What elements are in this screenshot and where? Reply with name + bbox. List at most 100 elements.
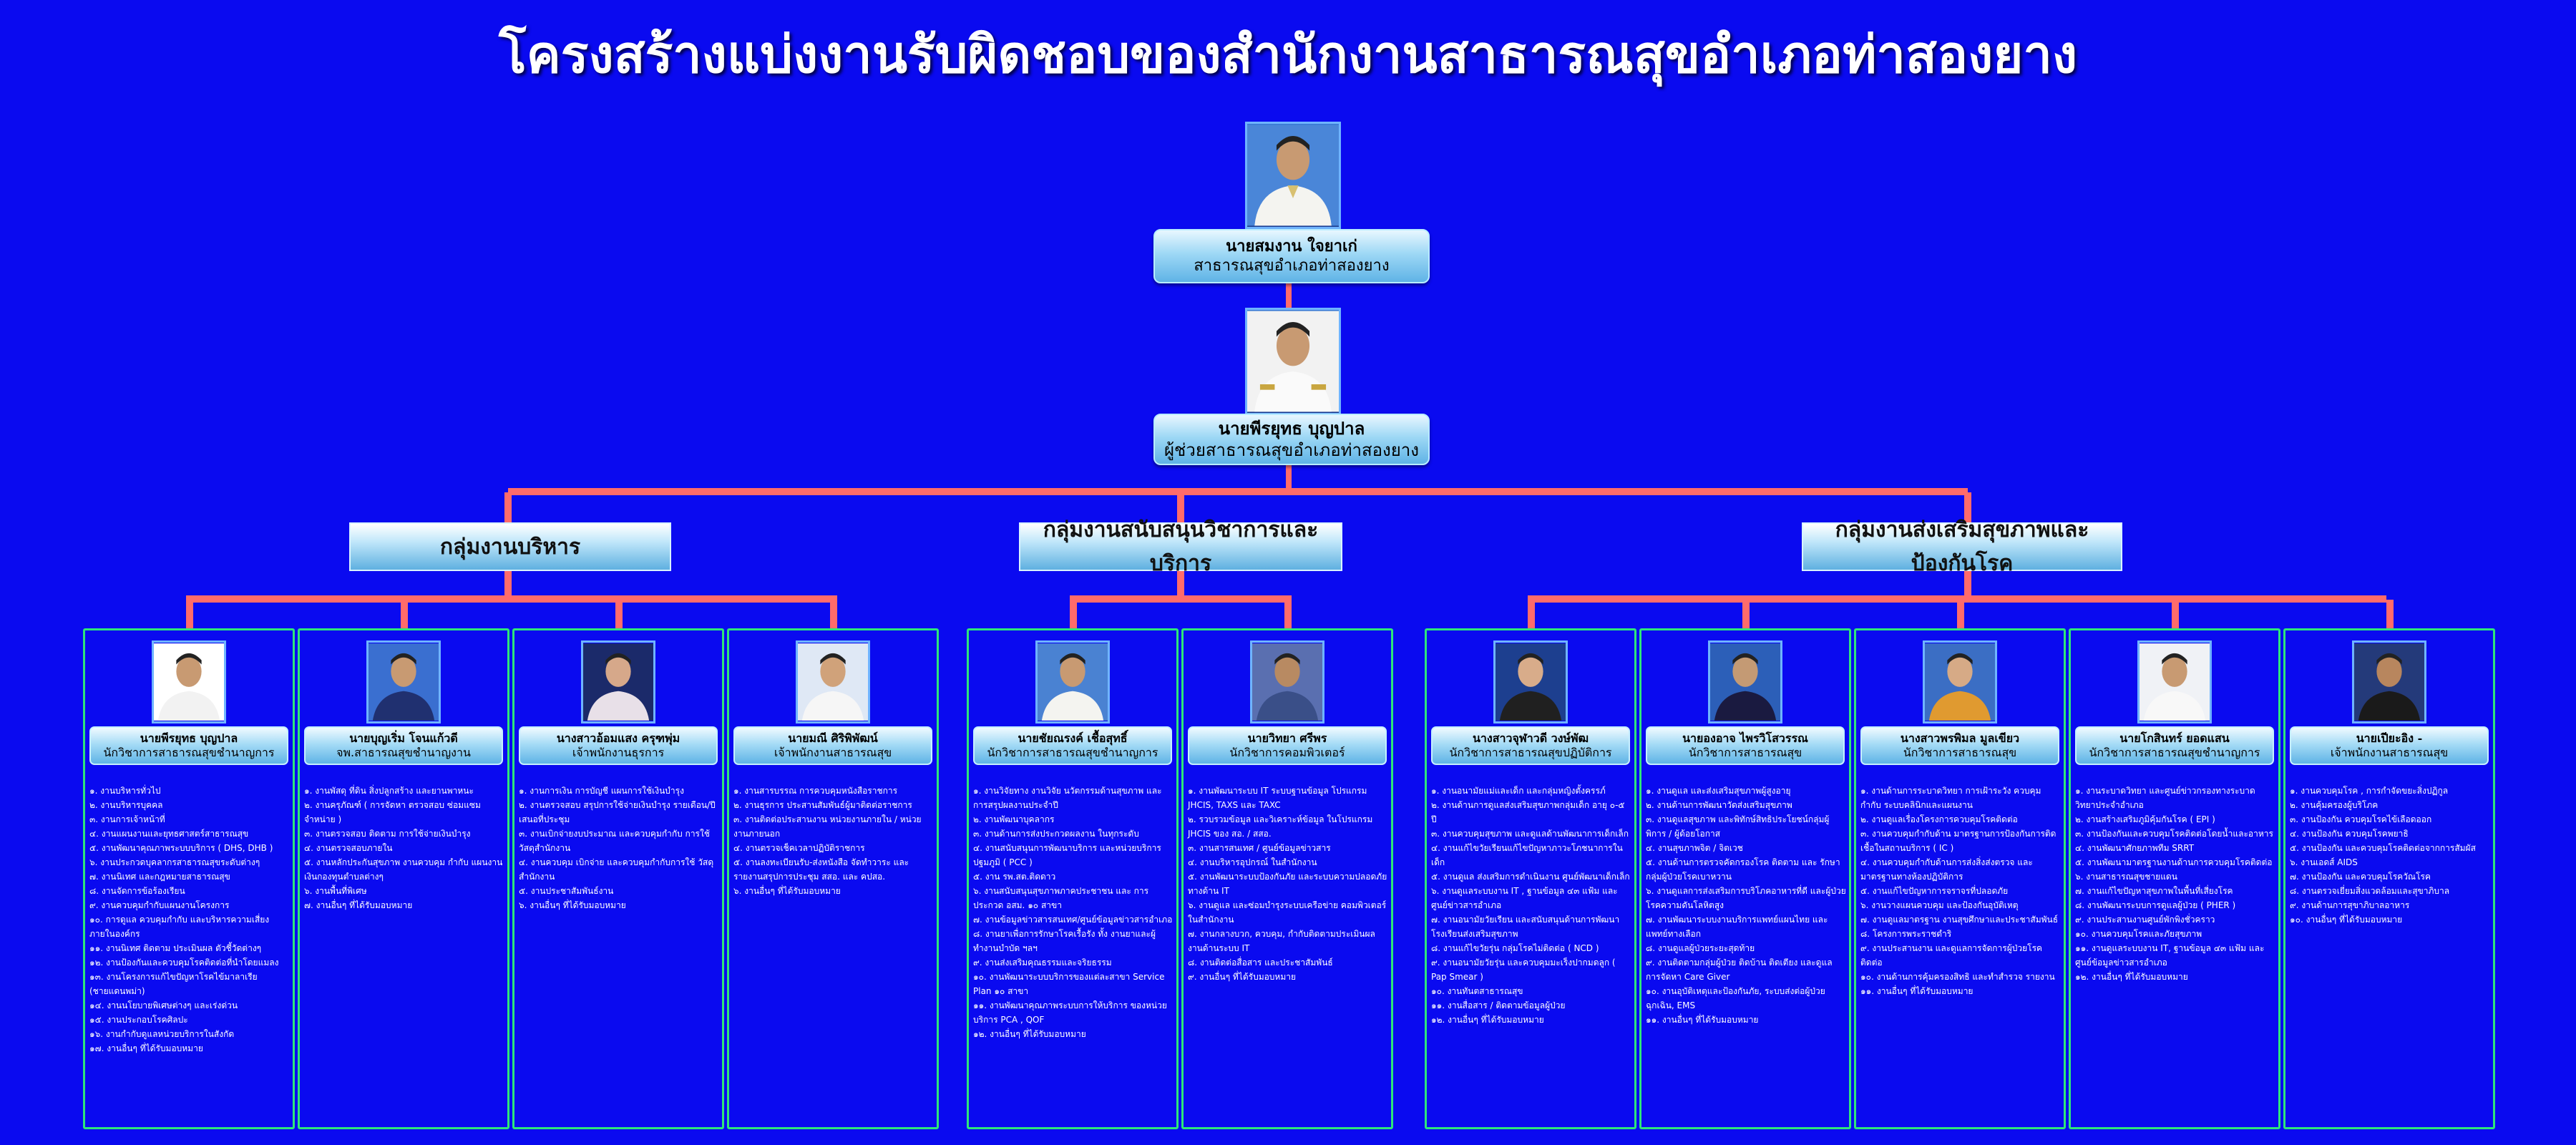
duty-item: ๔. งานตรวจเช็คเวลาปฏิบัติราชการ	[733, 843, 865, 853]
duty-item: ๕. งานป้องกัน และควบคุมโรคติดต่อจากการสั…	[2290, 843, 2476, 853]
staff-name: นายมณี ศิริพิพัฒน์	[788, 731, 878, 745]
staff-position: นักวิชาการสาธารณสุขชำนาญการ	[987, 746, 1158, 759]
duty-item: ๑. งานการเงิน การบัญชี แผนการใช้เงินบำรุ…	[519, 786, 684, 796]
duty-item: ๑๑. งานอื่นๆ ที่ได้รับมอบหมาย	[1646, 1015, 1759, 1025]
staff-namebox: นายโกสินทร์ ยอดแสนนักวิชาการสาธารณสุขชำน…	[2075, 726, 2274, 765]
duty-item: ๒. งานคุ้มครองผู้บริโภค	[2290, 800, 2379, 810]
group-header-academic-support: กลุ่มงานสนับสนุนวิชาการและบริการ	[1019, 517, 1342, 576]
duty-item: ๖. งานสนับสนุนสุขภาพภาคประชาชน และ การปร…	[973, 886, 1149, 910]
staff-namebox: นางสาวจุฬาวดี วงษ์พัฒนักวิชาการสาธารณสุข…	[1431, 726, 1630, 765]
staff-name: นายชัยณรงค์ เชื้อสุทธิ์	[1018, 731, 1128, 745]
duty-list: ๑. งานอนามัยแม่และเด็ก และกลุ่มหญิงตั้งค…	[1431, 784, 1631, 1027]
staff-column: นายมณี ศิริพิพัฒน์เจ้าพนักงานสาธารณสุข๑.…	[727, 628, 939, 1129]
chief-namebox: นายสมงาน ใจยาเก่ สาธารณสุขอำเภอท่าสองยาง	[1153, 229, 1430, 283]
duty-item: ๑๒. งานอื่นๆ ที่ได้รับมอบหมาย	[973, 1029, 1086, 1039]
duty-item: ๓. งานการเจ้าหน้าที่	[89, 814, 165, 824]
duty-item: ๑. งานพัฒนาระบบ IT ระบบฐานข้อมูล โปรแกรม…	[1188, 786, 1367, 810]
duty-item: ๑๕. งานประกอบโรคศิลปะ	[89, 1015, 188, 1025]
person-portrait-icon	[798, 643, 868, 721]
person-portrait-icon	[2354, 643, 2424, 721]
duty-item: ๔. งานบริหารอุปกรณ์ ในสำนักงาน	[1188, 857, 1317, 867]
duty-item: ๔. งานสนับสนุนการพัฒนาบริการ และหน่วยบริ…	[973, 843, 1161, 867]
duty-item: ๙. งานประสานงานศูนย์พักพิงชั่วคราว	[2075, 915, 2215, 925]
duty-item: ๑๐. งานด้านการคุ้มครองสิทธิ และทำสำรวจ ร…	[1860, 972, 2055, 982]
assistant-position: ผู้ช่วยสาธารณสุขอำเภอท่าสองยาง	[1163, 440, 1419, 460]
duty-item: ๔. งานควบคุม เบิกจ่าย และควบคุมกำกับการใ…	[519, 857, 714, 882]
staff-column: นายบุญเริ่ม โจนแก้วดีจพ.สาธารณสุขชำนาญงา…	[298, 628, 509, 1129]
staff-namebox: นายชัยณรงค์ เชื้อสุทธิ์นักวิชาการสาธารณส…	[973, 726, 1172, 765]
duty-item: ๑. งานสารบรรณ การควบคุมหนังสือราชการ	[733, 786, 898, 796]
duty-item: ๙. งานส่งเสริมคุณธรรมและจริยธรรม	[973, 958, 1112, 968]
duty-item: ๘. งานติดต่อสื่อสาร และประชาสัมพันธ์	[1188, 958, 1333, 968]
staff-photo	[1250, 640, 1324, 723]
duty-list: ๑. งานระบาดวิทยา และศูนย์ข่าวกรองทางระบา…	[2075, 784, 2275, 984]
chief-name: นายสมงาน ใจยาเก่	[1226, 237, 1357, 255]
assistant-photo	[1245, 308, 1341, 415]
duty-item: ๘. งานพัฒนาระบบการดูแลผู้ป่วย ( PHER )	[2075, 900, 2236, 910]
page-title: โครงสร้างแบ่งงานรับผิดชอบของสำนักงานสาธา…	[498, 24, 2078, 84]
duty-item: ๒. รวบรวมข้อมูล และวิเคราะห์ข้อมูล ในโปร…	[1188, 814, 1373, 839]
duty-item: ๗. งานข้อมูลข่าวสารสนเทศ/ศูนย์ข้อมูลข่าว…	[973, 915, 1173, 925]
duty-item: ๓. งานตรวจสอบ ติดตาม การใช้จ่ายเงินบำรุง	[304, 829, 471, 839]
staff-name: นายบุญเริ่ม โจนแก้วดี	[349, 731, 458, 745]
duty-item: ๒. งานสร้างเสริมภูมิคุ้มกันโรค ( EPI )	[2075, 814, 2215, 824]
duty-item: ๑. งานพัสดุ ที่ดิน สิ่งปลูกสร้าง และยานพ…	[304, 786, 474, 796]
duty-item: ๑๒. งานป้องกันและควบคุมโรคติดต่อที่นำโดย…	[89, 958, 279, 968]
staff-position: นักวิชาการสาธารณสุขชำนาญการ	[2089, 746, 2260, 759]
duty-item: ๖. งานวางแผนควบคุม และป้องกันอุบัติเหตุ	[1860, 900, 2019, 910]
duty-item: ๕. งานพัฒนาระบบป้องกันภัย และระบบความปลอ…	[1188, 872, 1387, 896]
staff-position: นักวิชาการสาธารณสุข	[1903, 746, 2017, 759]
person-portrait-icon	[1252, 643, 1322, 721]
duty-item: ๕. งานประชาสัมพันธ์งาน	[519, 886, 614, 896]
duty-item: ๑. งานดูแล และส่งเสริมสุขภาพผู้สูงอายุ	[1646, 786, 1791, 796]
staff-position: เจ้าพนักงานสาธารณสุข	[774, 746, 892, 759]
staff-namebox: นายองอาจ ไพรวิโสวรรณนักวิชาการสาธารณสุข	[1646, 726, 1845, 765]
duty-item: ๕. งานหลักประกันสุขภาพ งานควบคุม กำกับ แ…	[304, 857, 503, 882]
staff-namebox: นายวิทยา ศรีพรนักวิชาการคอมพิวเตอร์	[1188, 726, 1387, 765]
duty-item: ๔. งานป้องกัน ควบคุมโรคพยาธิ	[2290, 829, 2409, 839]
staff-namebox: นางสาวอ้อมแสง ครุฑพุ่มเจ้าพนักงานธุรการ	[519, 726, 718, 765]
person-portrait-icon	[1038, 643, 1108, 721]
duty-item: ๓. งานควบคุมกำกับด้าน มาตรฐานการป้องกันก…	[1860, 829, 2057, 853]
duty-item: ๒. งานครุภัณฑ์ ( การจัดหา ตรวจสอบ ซ่อมแซ…	[304, 800, 481, 824]
duty-item: ๕. งานพัฒนามาตรฐานงานด้านการควบคุมโรคติด…	[2075, 857, 2273, 867]
duty-list: ๑. งานการเงิน การบัญชี แผนการใช้เงินบำรุ…	[519, 784, 719, 912]
chief-photo	[1245, 122, 1341, 229]
person-portrait-icon	[1710, 643, 1780, 721]
duty-item: ๗. งานป้องกัน และควบคุมโรควัณโรค	[2290, 872, 2431, 882]
duty-item: ๕. งานดูแล ส่งเสริมการดำเนินงาน ศูนย์พัฒ…	[1431, 872, 1630, 882]
person-portrait-icon	[583, 643, 653, 721]
duty-item: ๖. งานดูแล และซ่อมบำรุงระบบเครือข่าย คอม…	[1188, 900, 1387, 925]
duty-item: ๘. โครงการพระราชดำริ	[1860, 929, 1952, 939]
duty-list: ๑. งานสารบรรณ การควบคุมหนังสือราชการ๒. ง…	[733, 784, 934, 898]
chief-position: สาธารณสุขอำเภอท่าสองยาง	[1194, 257, 1390, 275]
duty-item: ๑๒. งานอื่นๆ ที่ได้รับมอบหมาย	[2075, 972, 2188, 982]
person-portrait-icon	[1247, 125, 1339, 226]
duty-item: ๗. งานอื่นๆ ที่ได้รับมอบหมาย	[304, 900, 413, 910]
duty-item: ๘. งานจัดการข้อร้องเรียน	[89, 886, 185, 896]
duty-item: ๑. งานอนามัยแม่และเด็ก และกลุ่มหญิงตั้งค…	[1431, 786, 1606, 796]
duty-item: ๘. งานดูแลผู้ป่วยระยะสุดท้าย	[1646, 943, 1755, 953]
duty-item: ๒. งานบริหารบุคคล	[89, 800, 163, 810]
duty-item: ๑๐. งานควบคุมโรคและภัยสุขภาพ	[2075, 929, 2202, 939]
duty-item: ๑๐. งานพัฒนาระบบบริการของแต่ละสาขา Servi…	[973, 972, 1165, 996]
staff-column: นายวิทยา ศรีพรนักวิชาการคอมพิวเตอร์๑. งา…	[1181, 628, 1393, 1129]
staff-photo	[366, 640, 441, 723]
duty-item: ๒. งานตรวจสอบ สรุปการใช้จ่ายเงินบำรุง รา…	[519, 800, 716, 824]
duty-item: ๕. งานด้านการตรวจคัดกรองโรค ติดตาม และ ร…	[1646, 857, 1840, 882]
duty-item: ๑๑. งานนิเทศ ติดตาม ประเมินผล ตัวชี้วัดต…	[89, 943, 262, 953]
duty-item: ๖. งานเอดส์ AIDS	[2290, 857, 2358, 867]
duty-item: ๙. งานประสานงาน และดูแลการจัดการผู้ป่วยโ…	[1860, 943, 2043, 968]
duty-item: ๘. งานยาเพื่อการรักษาโรคเรื้อรัง ทั้ง งา…	[973, 929, 1156, 953]
duty-list: ๑. งานควบคุมโรค , การกำจัดขยะสิ่งปฏิกูล๒…	[2290, 784, 2490, 927]
duty-item: ๑๐. การดูแล ควบคุมกำกับ และบริหารความเสี…	[89, 915, 270, 939]
duty-item: ๓. งานป้องกันและควบคุมโรคติดต่อโดยน้ำและ…	[2075, 829, 2273, 839]
duty-item: ๖. งานดูแลการส่งเสริมการบริโภคอาหารที่ดี…	[1646, 886, 1846, 910]
duty-item: ๔. งานสุขภาพจิต / จิตเวช	[1646, 843, 1743, 853]
duty-list: ๑. งานบริหารทั่วไป๒. งานบริหารบุคคล๓. งา…	[89, 784, 290, 1056]
duty-item: ๒. งานธุรการ ประสานสัมพันธ์ผู้มาติดต่อรา…	[733, 800, 912, 810]
person-portrait-icon	[1247, 311, 1339, 412]
duty-item: ๒. งานดูแลเรื่องโครงการควบคุมโรคติดต่อ	[1860, 814, 2018, 824]
duty-item: ๖. งานพื้นที่พิเศษ	[304, 886, 367, 896]
